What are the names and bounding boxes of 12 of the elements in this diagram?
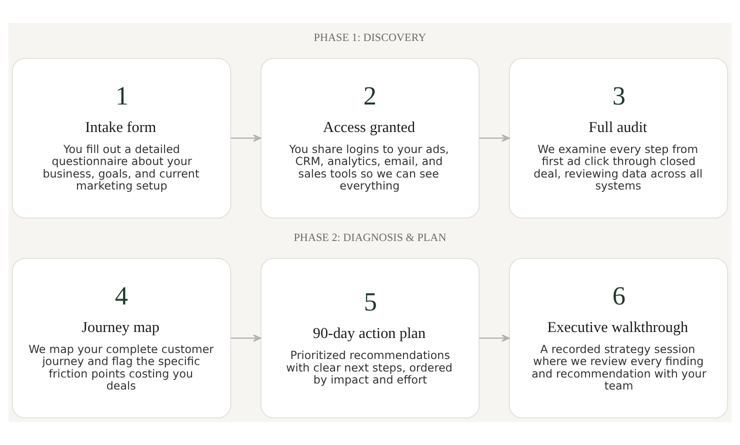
- arrow: [230, 134, 262, 142]
- node-box: 5 90-day action plan Prioritized recommendations with clear next steps, ordered by impact and effort: [260, 258, 480, 418]
- node-box: 1 Intake form You fill out a detailed questionnaire about your business, goals, and current marketing setup: [12, 58, 232, 218]
- arrow: [230, 334, 262, 342]
- label: PHASE 2: DIAGNOSIS & PLAN: [294, 232, 446, 244]
- label: PHASE 1: DISCOVERY: [314, 32, 426, 44]
- arrow: [479, 134, 510, 142]
- node-box: 4 Journey map We map your complete customer journey and flag the specific friction points costing you deals: [12, 258, 232, 418]
- node-box: 2 Access granted You share logins to your ads, CRM, analytics, email, and sales tools so we can see everything: [260, 58, 480, 218]
- node-box: 6 Executive walkthrough A recorded strategy session where we review every finding and recommendation with your team: [508, 258, 728, 418]
- arrow: [479, 334, 510, 342]
- node-box: 3 Full audit We examine every step from first ad click through closed deal, reviewing data across all systems: [508, 58, 728, 218]
